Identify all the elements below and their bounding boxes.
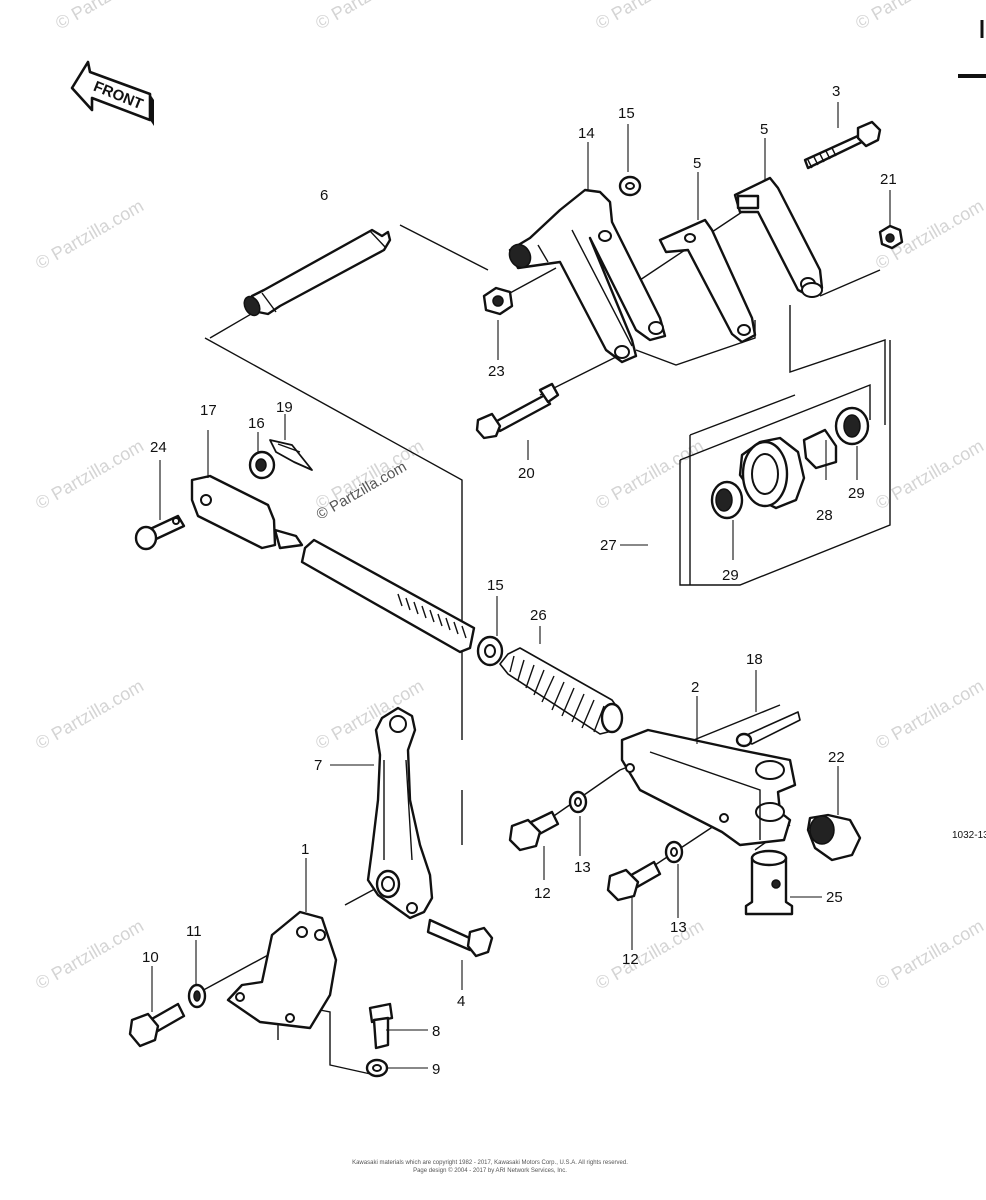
- callout-4: 4: [457, 993, 465, 1010]
- callout-13: 13: [670, 919, 687, 936]
- callout-5: 5: [693, 155, 701, 172]
- part-3-bolt: [803, 120, 882, 170]
- callout-3: 3: [832, 83, 840, 100]
- watermark: © Partzilla.com: [592, 915, 707, 993]
- callout-26: 26: [530, 607, 547, 624]
- callout-7: 7: [314, 757, 322, 774]
- watermark: © Partzilla.com: [32, 675, 147, 753]
- callout-27: 27: [600, 537, 617, 554]
- callout-11: 11: [186, 923, 202, 940]
- callout-14: 14: [578, 125, 595, 142]
- watermark: © Partzilla.com: [852, 0, 967, 33]
- callout-29: 29: [848, 485, 865, 502]
- callout-28: 28: [816, 507, 833, 524]
- callout-15: 15: [618, 105, 635, 122]
- callout-13: 13: [574, 859, 591, 876]
- callout-20: 20: [518, 465, 535, 482]
- part-10-bolt: [128, 1002, 186, 1048]
- part-25-pin: [744, 849, 794, 916]
- watermark: © Partzilla.com: [32, 915, 147, 993]
- callout-6: 6: [320, 187, 328, 204]
- part-17-clevis: [190, 474, 304, 550]
- part-28-collar: [802, 428, 838, 470]
- copyright-line-2: Page design © 2004 - 2017 by ARI Network…: [413, 1167, 567, 1174]
- callout-8: 8: [432, 1023, 440, 1040]
- part-8-screw: [368, 1002, 394, 1050]
- part-2-bracket: [620, 728, 797, 847]
- callout-18: 18: [746, 651, 763, 668]
- watermark: © Partzilla.com: [32, 435, 147, 513]
- part-1-bracket: [226, 910, 338, 1030]
- callout-12: 12: [534, 885, 551, 902]
- callout-29: 29: [722, 567, 739, 584]
- leader-lines: [151, 102, 891, 1069]
- watermark: © Partzilla.com: [312, 0, 427, 33]
- callout-9: 9: [432, 1061, 440, 1078]
- push-rod: [300, 538, 476, 654]
- callout-5: 5: [760, 121, 768, 138]
- callout-10: 10: [142, 949, 159, 966]
- callout-12: 12: [622, 951, 639, 968]
- part-21-nut: [878, 224, 904, 250]
- watermark: © Partzilla.com: [872, 915, 986, 993]
- callout-17: 17: [200, 402, 217, 419]
- watermark: © Partzilla.com: [32, 195, 147, 273]
- part-26-spring: [499, 647, 624, 735]
- part-18-cotter-pin: [735, 711, 801, 748]
- part-19-cotter-pin: [269, 439, 313, 471]
- callout-23: 23: [488, 363, 505, 380]
- part-23-nut: [482, 286, 514, 316]
- front-arrow: FRONT: [70, 60, 154, 126]
- watermark: © Partzilla.com: [872, 435, 986, 513]
- watermark: © Partzilla.com: [52, 0, 167, 33]
- part-4-bolt: [426, 918, 494, 958]
- part-5-plate-b: [733, 176, 824, 298]
- copyright-line-1: Kawasaki materials which are copyright 1…: [352, 1160, 628, 1166]
- callout-25: 25: [826, 889, 843, 906]
- callout-24: 24: [150, 439, 167, 456]
- callout-22: 22: [828, 749, 845, 766]
- callout-21: 21: [880, 171, 897, 188]
- part-14-lever-arm: [508, 188, 667, 364]
- part-12-bolt-b: [606, 860, 662, 902]
- diagram-code: 1032-13: [952, 830, 986, 841]
- part-20-bolt: [475, 382, 560, 440]
- callout-19: 19: [276, 399, 293, 416]
- part-27-roller-assembly: [710, 406, 870, 520]
- callout-16: 16: [248, 415, 265, 432]
- part-22-cap: [806, 813, 862, 862]
- part-24-pin: [134, 514, 186, 551]
- callout-1: 1: [301, 841, 309, 858]
- part-12-bolt-a: [508, 810, 560, 852]
- callout-15: 15: [487, 577, 504, 594]
- part-7-lever: [366, 706, 434, 920]
- callout-2: 2: [691, 679, 699, 696]
- watermark: © Partzilla.com: [592, 0, 707, 33]
- part-5-plate-a: [658, 218, 757, 344]
- part-15-washer-top-hole: [625, 182, 635, 190]
- watermark: © Partzilla.com: [872, 675, 986, 753]
- part-6-shaft: [243, 228, 392, 317]
- callouts: 3 5 5 15 14 21 6 23 20 29 28 27 29 17 24…: [142, 83, 986, 1078]
